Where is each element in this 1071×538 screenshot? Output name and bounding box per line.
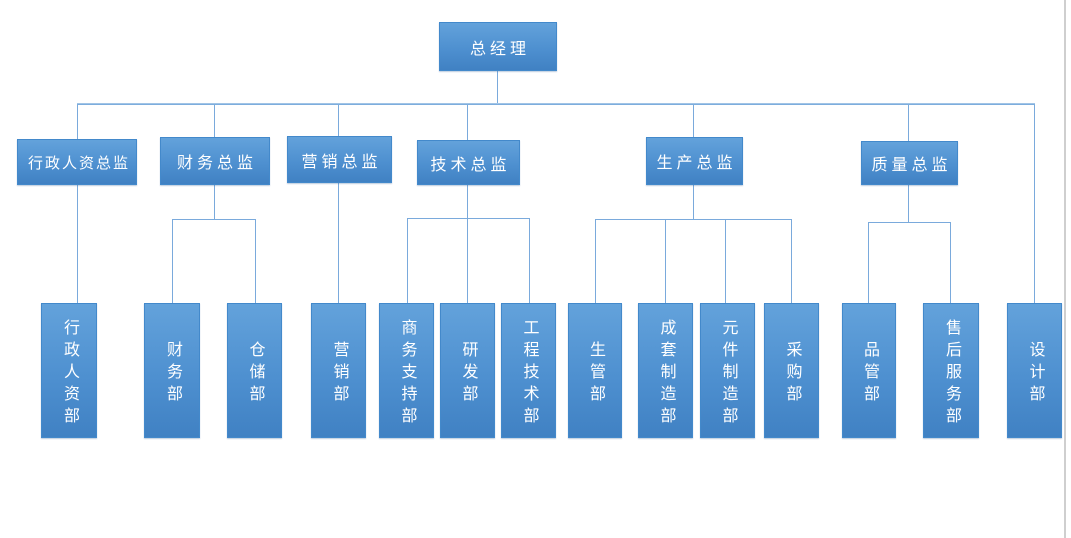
node-director-technology[interactable]: 技术总监 <box>417 140 520 185</box>
node-dept-production-mgmt[interactable]: 生管部 <box>568 303 622 438</box>
connector-quality-stem <box>908 185 909 222</box>
connector-quality-horizontal <box>868 222 951 223</box>
node-director-finance-label: 财务总监 <box>176 155 257 172</box>
connector-drop-finance-director <box>214 105 215 137</box>
node-dept-purchasing-label: 采购部 <box>783 340 801 407</box>
node-dept-purchasing[interactable]: 采购部 <box>764 303 819 438</box>
node-director-finance[interactable]: 财务总监 <box>160 137 270 185</box>
node-dept-quality-mgmt-label: 品管部 <box>861 340 878 407</box>
node-dept-marketing-label: 营销部 <box>330 340 348 407</box>
node-dept-component-mfg[interactable]: 元件制造部 <box>700 303 755 438</box>
node-director-production[interactable]: 生产总监 <box>646 137 743 185</box>
node-dept-production-mgmt-label: 生管部 <box>587 340 604 407</box>
connector-drop-business-support-dept <box>407 219 408 303</box>
node-director-marketing-label: 营销总监 <box>301 153 382 171</box>
node-dept-finance-label: 财务部 <box>164 340 181 407</box>
node-director-marketing[interactable]: 营销总监 <box>287 136 392 183</box>
node-dept-rnd[interactable]: 研发部 <box>440 303 495 438</box>
node-dept-finance[interactable]: 财务部 <box>144 303 200 438</box>
node-general-manager[interactable]: 总经理 <box>439 22 557 71</box>
node-dept-warehouse[interactable]: 仓储部 <box>227 303 282 438</box>
connector-production-stem <box>693 185 694 219</box>
node-director-admin-hr-label: 行政人资总监 <box>27 154 130 172</box>
connector-drop-rnd-dept <box>467 219 468 303</box>
node-dept-engineering-tech[interactable]: 工程技术部 <box>501 303 556 438</box>
node-director-admin-hr[interactable]: 行政人资总监 <box>17 139 137 185</box>
connector-drop-warehouse-dept <box>255 220 256 303</box>
connector-main-horizontal <box>77 103 1035 105</box>
connector-ceo-drop <box>497 71 498 104</box>
node-dept-marketing[interactable]: 营销部 <box>311 303 366 438</box>
node-dept-business-support-label: 商务支持部 <box>398 318 416 429</box>
connector-admin-hr-to-dept <box>77 185 78 303</box>
node-dept-warehouse-label: 仓储部 <box>246 340 264 407</box>
connector-technology-stem <box>467 185 468 218</box>
node-dept-engineering-tech-label: 工程技术部 <box>520 318 538 429</box>
node-dept-complete-set-mfg[interactable]: 成套制造部 <box>638 303 693 438</box>
node-dept-quality-mgmt[interactable]: 品管部 <box>842 303 896 438</box>
connector-marketing-to-dept <box>338 183 339 303</box>
connector-drop-admin-hr-director <box>77 105 78 139</box>
node-dept-after-sales-label: 售后服务部 <box>943 318 960 429</box>
node-dept-rnd-label: 研发部 <box>459 340 477 407</box>
connector-finance-horizontal <box>172 219 256 220</box>
node-dept-admin-hr-label: 行政人资部 <box>61 318 78 429</box>
connector-drop-design-dept <box>1034 105 1035 303</box>
connector-drop-production-mgmt-dept <box>595 220 596 303</box>
connector-drop-marketing-director <box>338 105 339 136</box>
connector-drop-component-mfg-dept <box>725 220 726 303</box>
connector-drop-finance-dept <box>172 220 173 303</box>
page-right-edge <box>1064 0 1066 538</box>
node-general-manager-label: 总经理 <box>469 40 530 58</box>
node-dept-after-sales[interactable]: 售后服务部 <box>923 303 979 438</box>
node-dept-component-mfg-label: 元件制造部 <box>719 318 737 429</box>
connector-technology-horizontal <box>407 218 530 219</box>
connector-drop-production-director <box>693 105 694 137</box>
connector-finance-stem <box>214 185 215 219</box>
node-dept-admin-hr[interactable]: 行政人资部 <box>41 303 97 438</box>
connector-drop-after-sales-dept <box>950 223 951 303</box>
node-director-technology-label: 技术总监 <box>430 156 511 174</box>
connector-drop-quality-director <box>908 105 909 141</box>
connector-drop-purchasing-dept <box>791 220 792 303</box>
connector-drop-technology-director <box>467 105 468 140</box>
node-dept-complete-set-mfg-label: 成套制造部 <box>657 318 675 429</box>
connector-drop-quality-mgmt-dept <box>868 223 869 303</box>
node-director-quality[interactable]: 质量总监 <box>861 141 958 185</box>
connector-drop-engineering-tech-dept <box>529 219 530 303</box>
node-dept-design-label: 设计部 <box>1026 340 1044 407</box>
connector-production-horizontal <box>595 219 792 220</box>
node-dept-design[interactable]: 设计部 <box>1007 303 1062 438</box>
connector-drop-complete-set-mfg-dept <box>665 220 666 303</box>
node-director-production-label: 生产总监 <box>656 155 737 172</box>
node-dept-business-support[interactable]: 商务支持部 <box>379 303 434 438</box>
node-director-quality-label: 质量总监 <box>871 157 952 174</box>
